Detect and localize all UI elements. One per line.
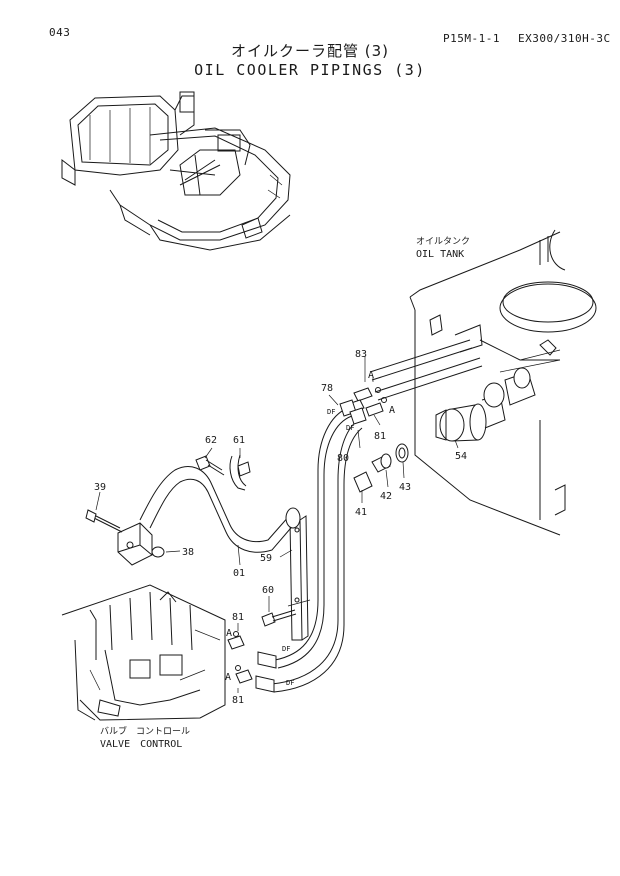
part-label-43: 43 <box>399 482 411 493</box>
part-label-81-bottom: 81 <box>232 695 244 706</box>
fitting-54 <box>435 367 536 442</box>
part-label-81-left: 81 <box>232 612 244 623</box>
bracket-59 <box>287 515 311 641</box>
marker-df-1: DF <box>327 408 335 416</box>
block-39 <box>85 509 153 566</box>
part-label-39: 39 <box>94 482 106 493</box>
part-label-81-top: 81 <box>374 431 386 442</box>
marker-a-top-1: A <box>368 370 374 381</box>
part-label-59: 59 <box>260 553 272 564</box>
marker-a-bottom-1: A <box>226 628 232 639</box>
hose-78-80 <box>255 399 367 693</box>
part-label-83: 83 <box>355 349 367 360</box>
part-label-60: 60 <box>262 585 274 596</box>
oil-tank <box>409 229 597 536</box>
oil-tank-label-english: OIL TANK <box>416 249 464 260</box>
sheet-code: P15M-1-1 <box>443 32 500 45</box>
part-label-01: 01 <box>233 568 245 579</box>
valve-control-label-english: VALVE CONTROL <box>100 739 182 750</box>
page-number: 043 <box>49 26 71 39</box>
marker-df-4: DF <box>286 679 294 687</box>
part-label-78: 78 <box>321 383 333 394</box>
washer-42-43 <box>371 443 409 473</box>
fittings-81-bottom <box>227 631 253 684</box>
valve-control-label-japanese: バルブ コントロール <box>100 725 190 737</box>
control-valve <box>61 584 226 721</box>
part-label-62: 62 <box>205 435 217 446</box>
part-label-38: 38 <box>182 547 194 558</box>
bolt-62-clamp-61 <box>195 454 251 491</box>
marker-a-bottom-2: A <box>225 672 231 683</box>
page-title-japanese: オイルクーラ配管 (3) <box>230 42 390 60</box>
marker-df-2: DF <box>346 424 354 432</box>
bolt-60 <box>261 609 297 627</box>
tank-return-pipes <box>369 339 483 401</box>
part-label-42: 42 <box>380 491 392 502</box>
page-title-english: OIL COOLER PIPINGS (3) <box>194 61 426 79</box>
excavator-overview-sketch <box>61 91 291 251</box>
part-label-41: 41 <box>355 507 367 518</box>
part-label-80: 80 <box>337 453 349 464</box>
part-label-61: 61 <box>233 435 245 446</box>
cap-38 <box>151 546 165 558</box>
part-label-54: 54 <box>455 451 467 462</box>
leader-lines <box>95 356 459 693</box>
model-code: EX300/310H-3C <box>518 32 611 45</box>
fitting-41 <box>353 471 373 493</box>
marker-df-3: DF <box>282 645 290 653</box>
pipe-01 <box>139 466 301 553</box>
marker-a-top-2: A <box>389 405 395 416</box>
oil-tank-label-japanese: オイルタンク <box>416 236 470 247</box>
